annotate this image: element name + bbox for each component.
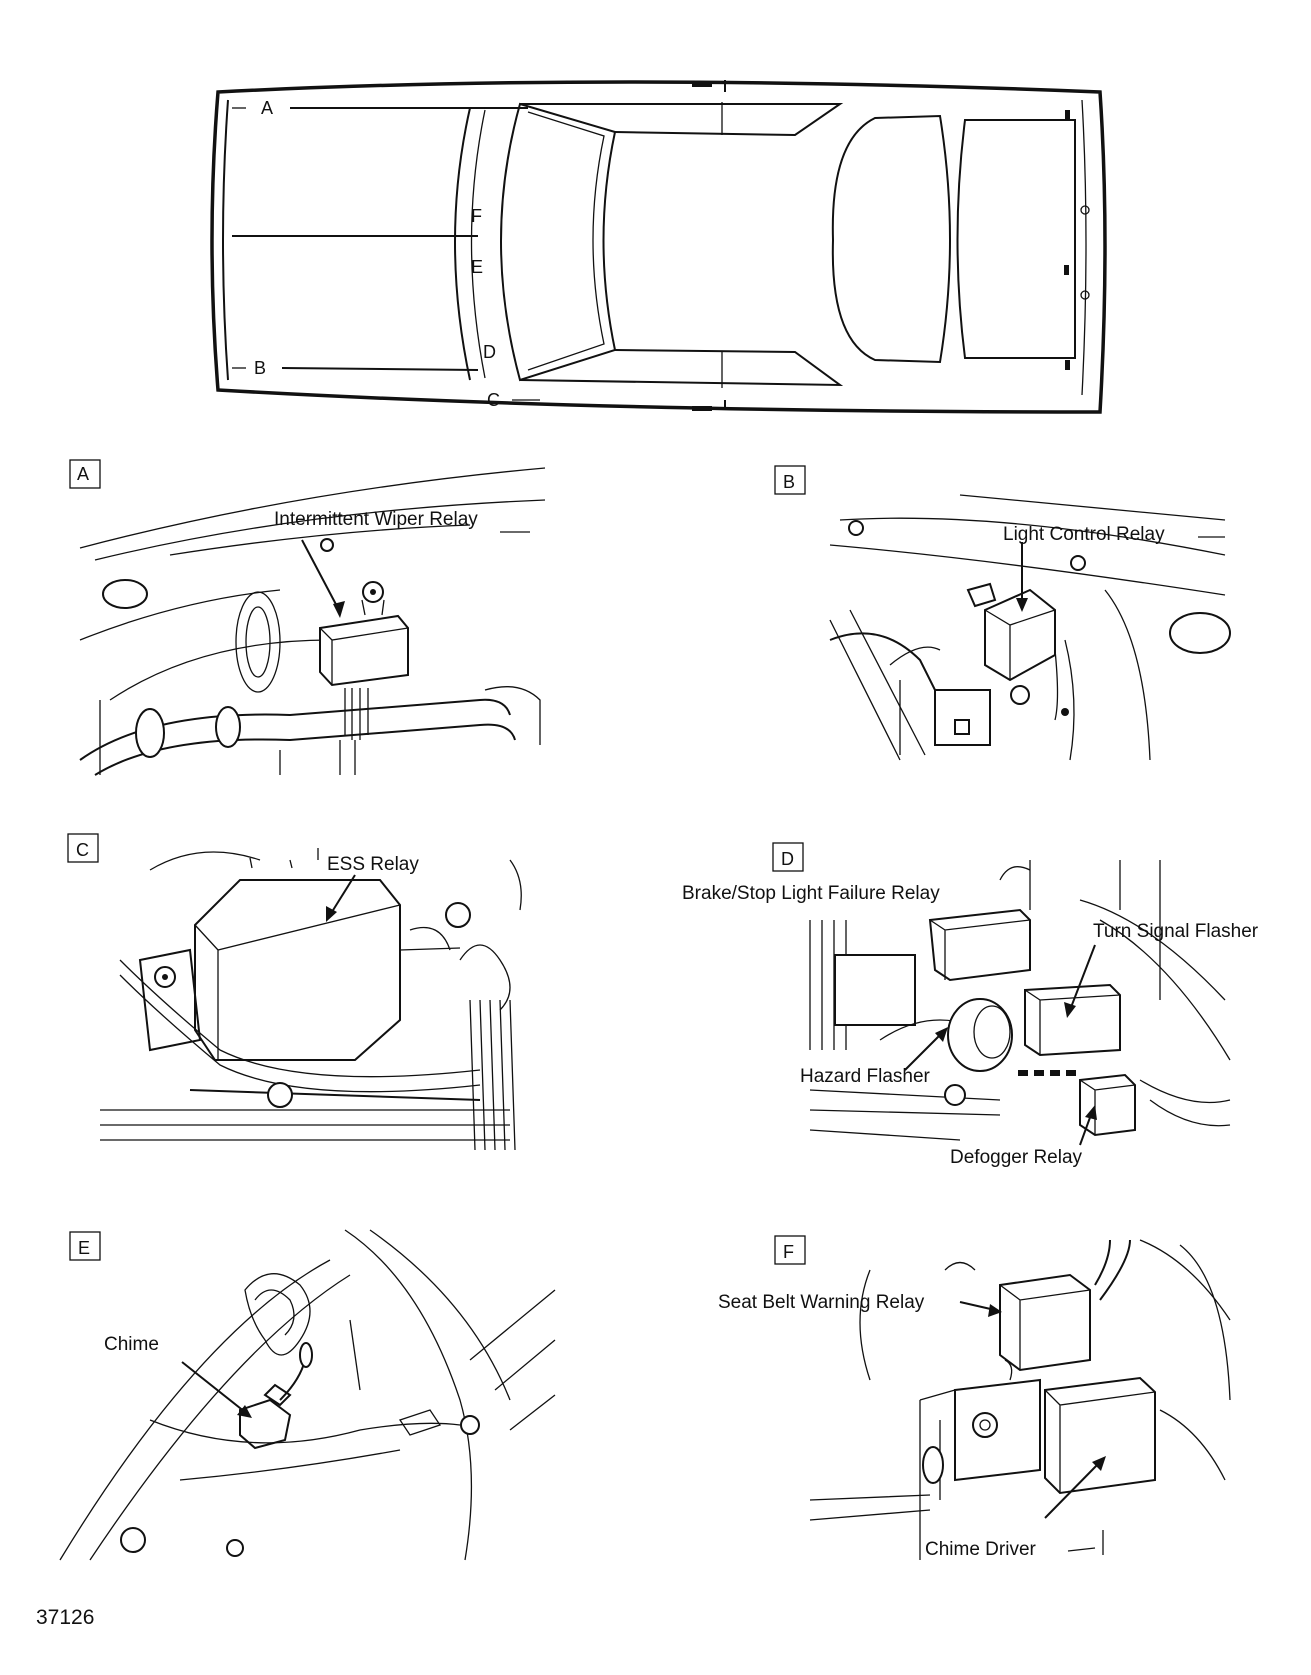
defogger-relay-label: Defogger Relay — [950, 1147, 1083, 1168]
panel-c-label: C — [76, 840, 89, 860]
chime-label: Chime — [104, 1334, 159, 1355]
panel-c-label-box — [67, 833, 99, 863]
ess-relay-label: ESS Relay — [327, 854, 419, 875]
panel-e-label: E — [78, 1238, 90, 1258]
turn-signal-flasher-label: Turn Signal Flasher — [1093, 921, 1259, 942]
panel-e-label-box — [69, 1231, 101, 1261]
car-point-f: F — [471, 206, 482, 226]
car-top-view — [210, 80, 1107, 414]
panel-d-label: D — [781, 849, 794, 869]
panel-b-label-box — [774, 465, 806, 495]
panel-d-label-box — [772, 842, 804, 872]
panel-a — [69, 459, 546, 776]
seat-belt-warning-relay-label: Seat Belt Warning Relay — [718, 1292, 925, 1313]
brake-stop-light-failure-relay-label: Brake/Stop Light Failure Relay — [682, 883, 940, 904]
car-point-e: E — [471, 257, 483, 277]
chime-driver-label: Chime Driver — [925, 1539, 1037, 1560]
panel-b-label: B — [783, 472, 795, 492]
car-point-b: B — [254, 358, 266, 378]
hazard-flasher-label: Hazard Flasher — [800, 1066, 931, 1087]
panel-f — [774, 1235, 1231, 1560]
car-point-d: D — [483, 342, 496, 362]
panel-c — [67, 833, 522, 1151]
light-control-relay-label: Light Control Relay — [1003, 524, 1165, 545]
panel-a-label-box — [69, 459, 101, 489]
panel-f-label-box — [774, 1235, 806, 1265]
panel-f-label: F — [783, 1242, 794, 1262]
panel-d — [772, 842, 1231, 1146]
panel-a-label: A — [77, 464, 89, 484]
panel-e — [59, 1229, 556, 1561]
intermittent-wiper-relay-label: Intermittent Wiper Relay — [274, 509, 478, 530]
car-point-a: A — [261, 98, 273, 118]
car-point-c: C — [487, 390, 500, 410]
panel-b — [774, 465, 1231, 761]
figure-number: 37126 — [36, 1606, 94, 1629]
